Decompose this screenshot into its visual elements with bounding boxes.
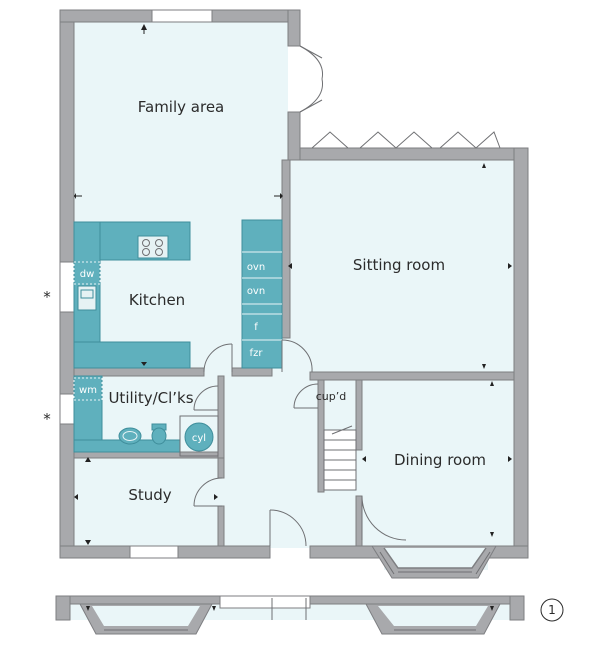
tall-units — [241, 219, 283, 369]
fridge-label: f — [254, 322, 258, 333]
kitchen-asterisk: * — [43, 288, 51, 306]
dishwasher-label: dw — [80, 269, 95, 280]
sitting-room-label: Sitting room — [353, 256, 445, 274]
dimension-arrows — [74, 24, 512, 545]
family-window — [151, 9, 213, 23]
kitchen-units — [73, 221, 191, 369]
utility-window — [59, 393, 75, 425]
cylinder-label: cyl — [192, 433, 206, 444]
option-marker-circle — [540, 598, 564, 622]
utility-asterisk: * — [43, 410, 51, 428]
family-area-label: Family area — [138, 98, 224, 116]
dining-room-label: Dining room — [394, 451, 486, 469]
cupboard-label: cup’d — [316, 390, 346, 403]
oven-2-label: ovn — [247, 286, 265, 297]
internal-doors — [193, 339, 407, 547]
study-label: Study — [128, 486, 171, 504]
study-window — [129, 545, 179, 559]
freezer-label: fzr — [250, 348, 264, 359]
oven-1-label: ovn — [247, 262, 265, 273]
option-marker-label: 1 — [548, 603, 556, 617]
kitchen-label: Kitchen — [129, 291, 185, 309]
alternative-bay-option — [55, 595, 525, 635]
utility-label: Utility/Cl’ks — [108, 389, 193, 407]
dining-bay-window — [371, 545, 497, 579]
internal-walls — [73, 159, 515, 547]
washing-machine-label: wm — [79, 385, 97, 396]
utility-units — [73, 375, 219, 457]
kitchen-window — [59, 261, 75, 313]
family-french-doors — [299, 45, 324, 113]
staircase — [323, 425, 357, 491]
sitting-bifold-doors — [311, 131, 501, 149]
